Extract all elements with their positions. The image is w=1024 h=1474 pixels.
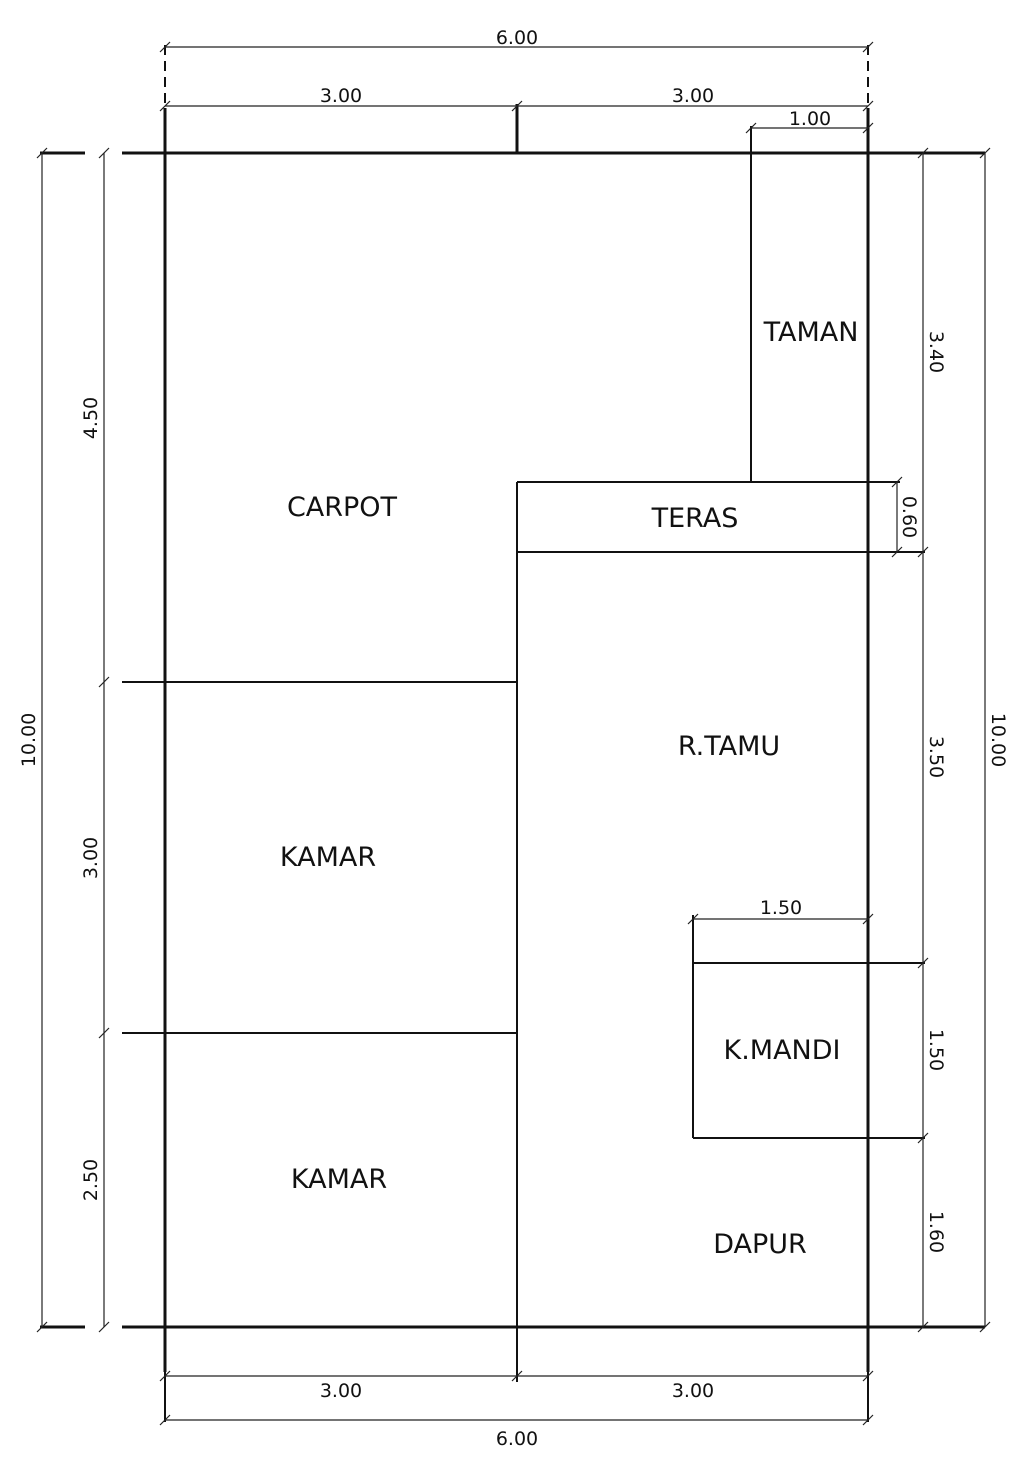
dim-right-tamu: 3.50 bbox=[925, 736, 947, 778]
dimension-tick bbox=[862, 41, 874, 53]
dimension-tick bbox=[511, 1370, 523, 1382]
room-r-tamu: R.TAMU bbox=[678, 731, 780, 762]
dimension-tick bbox=[98, 676, 110, 688]
dimension-tick bbox=[979, 147, 991, 159]
dimension-tick bbox=[917, 147, 929, 159]
dimension-tick bbox=[36, 147, 48, 159]
dim-top-left: 3.00 bbox=[320, 85, 362, 107]
dimension-tick bbox=[917, 1321, 929, 1333]
dim-top-total: 6.00 bbox=[496, 27, 538, 49]
dimension-tick bbox=[917, 957, 929, 969]
dim-top-taman: 1.00 bbox=[789, 108, 831, 130]
dimension-tick bbox=[862, 1370, 874, 1382]
dimension-tick bbox=[98, 1027, 110, 1039]
dim-right-mandi: 1.50 bbox=[925, 1029, 947, 1071]
dim-right-total: 10.00 bbox=[987, 713, 1009, 767]
dimension-lines bbox=[41, 46, 986, 1421]
dim-left-total: 10.00 bbox=[18, 713, 40, 767]
dimension-tick bbox=[745, 122, 757, 134]
dim-right-dapur: 1.60 bbox=[925, 1211, 947, 1253]
room-k-mandi: K.MANDI bbox=[723, 1035, 840, 1066]
dim-mandi-width: 1.50 bbox=[760, 897, 802, 919]
room-carpot: CARPOT bbox=[287, 492, 398, 523]
dimension-tick bbox=[979, 1321, 991, 1333]
dimension-tick bbox=[159, 41, 171, 53]
dim-bottom-right: 3.00 bbox=[672, 1380, 714, 1402]
dim-top-right: 3.00 bbox=[672, 85, 714, 107]
dimension-tick bbox=[891, 476, 903, 488]
dimension-tick bbox=[98, 147, 110, 159]
dimension-tick bbox=[917, 546, 929, 558]
dimension-ticks bbox=[36, 41, 991, 1426]
dim-left-carpot: 4.50 bbox=[80, 397, 102, 439]
room-dapur: DAPUR bbox=[713, 1229, 807, 1260]
dimension-tick bbox=[862, 122, 874, 134]
dimension-tick bbox=[917, 1132, 929, 1144]
dimension-tick bbox=[159, 1370, 171, 1382]
dim-bottom-left: 3.00 bbox=[320, 1380, 362, 1402]
room-teras: TERAS bbox=[651, 503, 739, 534]
room-kamar-2: KAMAR bbox=[291, 1164, 387, 1195]
dimension-tick bbox=[36, 1321, 48, 1333]
dimension-tick bbox=[862, 913, 874, 925]
room-taman: TAMAN bbox=[763, 317, 859, 348]
dimension-tick bbox=[862, 1414, 874, 1426]
dimension-tick bbox=[687, 913, 699, 925]
dim-right-taman: 3.40 bbox=[925, 331, 947, 373]
dimension-labels: 6.00 3.00 3.00 1.00 3.00 3.00 6.00 1.50 … bbox=[18, 27, 1009, 1450]
room-labels: CARPOT TAMAN TERAS R.TAMU KAMAR KAMAR K.… bbox=[280, 317, 859, 1260]
dim-left-kamar-1: 3.00 bbox=[80, 837, 102, 879]
dimension-tick bbox=[862, 100, 874, 112]
dimension-tick bbox=[511, 100, 523, 112]
dim-right-teras: 0.60 bbox=[898, 496, 920, 538]
dimension-tick bbox=[159, 1414, 171, 1426]
dimension-tick bbox=[159, 100, 171, 112]
room-kamar-1: KAMAR bbox=[280, 842, 376, 873]
dimension-tick bbox=[891, 546, 903, 558]
dim-left-kamar-2: 2.50 bbox=[80, 1159, 102, 1201]
dim-bottom-total: 6.00 bbox=[496, 1428, 538, 1450]
walls bbox=[40, 45, 985, 1422]
dimension-tick bbox=[98, 1321, 110, 1333]
